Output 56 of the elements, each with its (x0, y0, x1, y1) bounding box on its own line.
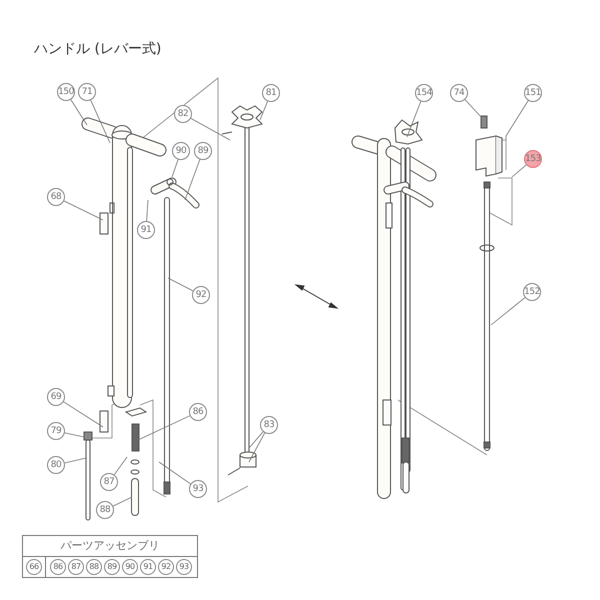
callout-number: 69 (47, 388, 65, 406)
callout-number: 154 (415, 84, 433, 102)
leader-line (168, 278, 194, 292)
callout-number: 88 (96, 501, 114, 519)
leader-line (64, 458, 86, 464)
callout-number: 83 (260, 416, 278, 434)
part-number: 87 (68, 559, 84, 575)
leader-line (190, 118, 230, 140)
leader-line (112, 496, 132, 506)
leader-line (464, 99, 482, 118)
table-header: パーツアッセンブリ (23, 536, 197, 557)
part-number: 86 (50, 559, 66, 575)
leader-line (64, 200, 104, 220)
leader-line (146, 200, 148, 222)
leader-line (90, 100, 110, 144)
leader-line (184, 159, 200, 200)
leader-line (114, 456, 128, 476)
callout-number: 87 (100, 473, 118, 491)
callout-number: 81 (262, 84, 280, 102)
part-number: 93 (176, 559, 192, 575)
callout-number: 93 (189, 480, 207, 498)
callout-number: 80 (47, 456, 65, 474)
leader-line (248, 432, 266, 462)
callout-number: 153 (524, 150, 542, 168)
callout-number: 150 (57, 83, 75, 101)
part-number: 92 (158, 559, 174, 575)
leader-line (506, 100, 529, 140)
callout-number: 74 (450, 84, 468, 102)
callout-number: 151 (524, 84, 542, 102)
callout-number: 71 (78, 83, 96, 101)
part-number: 66 (26, 559, 42, 575)
leader-line (248, 431, 264, 448)
leader-line (138, 415, 190, 440)
callout-number: 86 (189, 403, 207, 421)
leader-line (406, 101, 422, 138)
callout-number: 152 (523, 283, 541, 301)
part-number: 88 (86, 559, 102, 575)
part-number: 91 (140, 559, 156, 575)
callout-number: 82 (174, 105, 192, 123)
callout-number: 90 (172, 142, 190, 160)
leader-line (64, 432, 84, 438)
leader-line (158, 462, 191, 484)
title: ハンドル (レバー式) (34, 40, 162, 58)
part-number: 90 (122, 559, 138, 575)
leader-line (490, 297, 526, 326)
callout-number: 79 (47, 422, 65, 440)
part-number: 89 (104, 559, 120, 575)
callout-number: 91 (137, 221, 155, 239)
callout-number: 92 (192, 286, 210, 304)
callout-number: 89 (194, 142, 212, 160)
leader-line (512, 164, 527, 178)
leader-line (260, 100, 268, 120)
leader-line (63, 401, 104, 428)
leader-line (172, 159, 178, 178)
leader-line (70, 99, 88, 126)
callout-number: 68 (47, 188, 65, 206)
